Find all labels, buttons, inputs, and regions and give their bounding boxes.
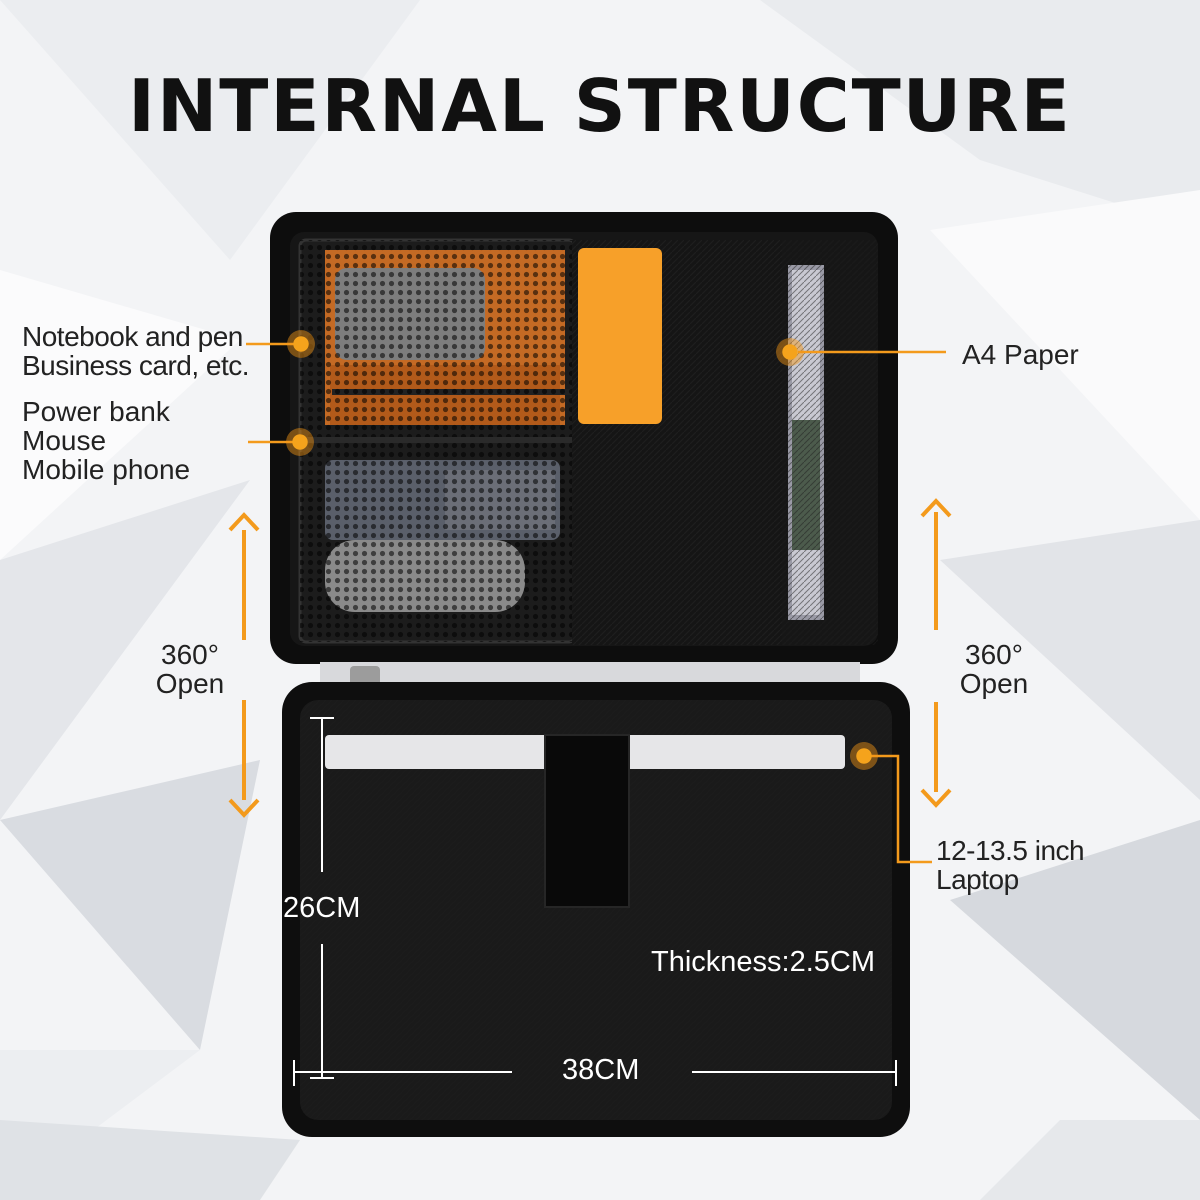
laptop-callout-line-1: 12-13.5 inch [936, 835, 1085, 866]
width-dimension: 38CM [562, 1054, 640, 1086]
width-dimension-line [293, 1060, 897, 1086]
open-left-line-2: Open [155, 668, 225, 699]
notebook-callout: Notebook and pen Business card, etc. [22, 321, 250, 381]
a4-paper-hotspot-icon [776, 338, 804, 366]
open-right-line-1: 360° [965, 639, 1023, 670]
laptop-callout: 12-13.5 inch Laptop [936, 835, 1085, 895]
laptop-strap [544, 734, 630, 908]
open-left-line-1: 360° [161, 639, 219, 670]
open-left-callout: 360° Open [140, 640, 240, 698]
notebook-callout-line-1: Notebook and pen [22, 321, 243, 352]
a4-paper-callout: A4 Paper [962, 339, 1079, 370]
laptop-callout-line-2: Laptop [936, 864, 1019, 895]
thickness-dimension: Thickness:2.5CM [651, 946, 876, 978]
power-bank-callout-line-1: Power bank [22, 396, 170, 427]
power-bank-callout: Power bank Mouse Mobile phone [22, 397, 190, 484]
height-dimension-line [310, 717, 334, 1079]
height-dimension: 26CM [283, 892, 361, 924]
notebook-callout-line-2: Business card, etc. [22, 350, 250, 381]
open-arrow-left-icon [228, 512, 260, 818]
laptop-hotspot-icon [850, 742, 878, 770]
power-bank-callout-line-2: Mouse [22, 425, 107, 456]
open-right-callout: 360° Open [944, 640, 1044, 698]
notebook-hotspot-icon [287, 330, 315, 358]
open-arrow-right-icon [920, 498, 952, 808]
power-bank-hotspot-icon [286, 428, 314, 456]
open-right-line-2: Open [959, 668, 1029, 699]
page-title: INTERNAL STRUCTURE [128, 64, 1072, 148]
power-bank-callout-line-3: Mobile phone [22, 454, 191, 485]
